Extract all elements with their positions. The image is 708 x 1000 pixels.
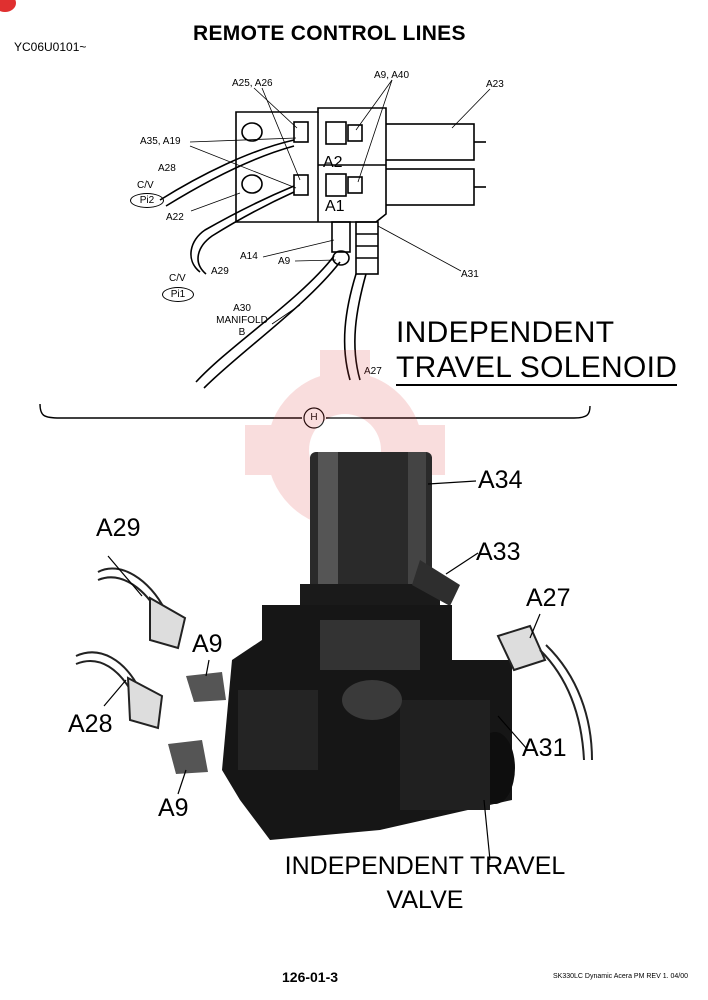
label-pi2: Pi2 bbox=[130, 193, 164, 208]
valve-caption-line1: INDEPENDENT TRAVEL bbox=[284, 852, 566, 880]
page-title: REMOTE CONTROL LINES bbox=[193, 22, 466, 45]
label-a22: A22 bbox=[166, 212, 184, 223]
label-a9: A9 bbox=[278, 256, 291, 267]
label-a30-line1: A30 bbox=[233, 303, 251, 314]
label-a23: A23 bbox=[486, 79, 504, 90]
photo-label-a28: A28 bbox=[68, 710, 113, 738]
label-a31: A31 bbox=[461, 269, 479, 280]
label-a35-a19: A35, A19 bbox=[140, 136, 181, 147]
photo-label-a34: A34 bbox=[478, 466, 523, 494]
photo-label-a9-lower: A9 bbox=[158, 794, 189, 822]
document-reference: SK330LC Dynamic Acera PM REV 1. 04/00 bbox=[553, 973, 689, 980]
label-a25-a26: A25, A26 bbox=[232, 78, 273, 89]
label-a30-line3: B bbox=[238, 327, 246, 338]
label-cv-upper: C/V bbox=[137, 180, 154, 191]
label-a2: A2 bbox=[323, 154, 343, 171]
photo-label-a29: A29 bbox=[96, 514, 141, 542]
label-a14: A14 bbox=[240, 251, 258, 262]
remote-control-lines-diagram bbox=[39, 79, 591, 429]
label-a30-line2: MANIFOLD bbox=[216, 315, 268, 326]
document-code: YC06U0101~ bbox=[14, 40, 87, 54]
section-marker: H bbox=[304, 412, 324, 423]
solenoid-caption-line1: INDEPENDENT bbox=[396, 316, 615, 349]
label-a27: A27 bbox=[364, 366, 382, 377]
label-a9-a40: A9, A40 bbox=[374, 70, 410, 81]
photo-label-a31: A31 bbox=[522, 734, 567, 762]
solenoid-caption-line2: TRAVEL SOLENOID bbox=[396, 351, 678, 386]
photo-label-a27: A27 bbox=[526, 584, 571, 612]
valve-caption-line2: VALVE bbox=[386, 886, 464, 914]
label-pi1: Pi1 bbox=[162, 287, 194, 302]
label-cv-lower: C/V bbox=[169, 273, 186, 284]
corner-badge bbox=[0, 0, 16, 12]
label-a29: A29 bbox=[211, 266, 229, 277]
page-number: 126-01-3 bbox=[282, 969, 339, 985]
photo-label-a33: A33 bbox=[476, 538, 521, 566]
label-a28: A28 bbox=[158, 163, 176, 174]
photo-label-a9-upper: A9 bbox=[192, 630, 223, 658]
label-a1: A1 bbox=[325, 198, 345, 215]
